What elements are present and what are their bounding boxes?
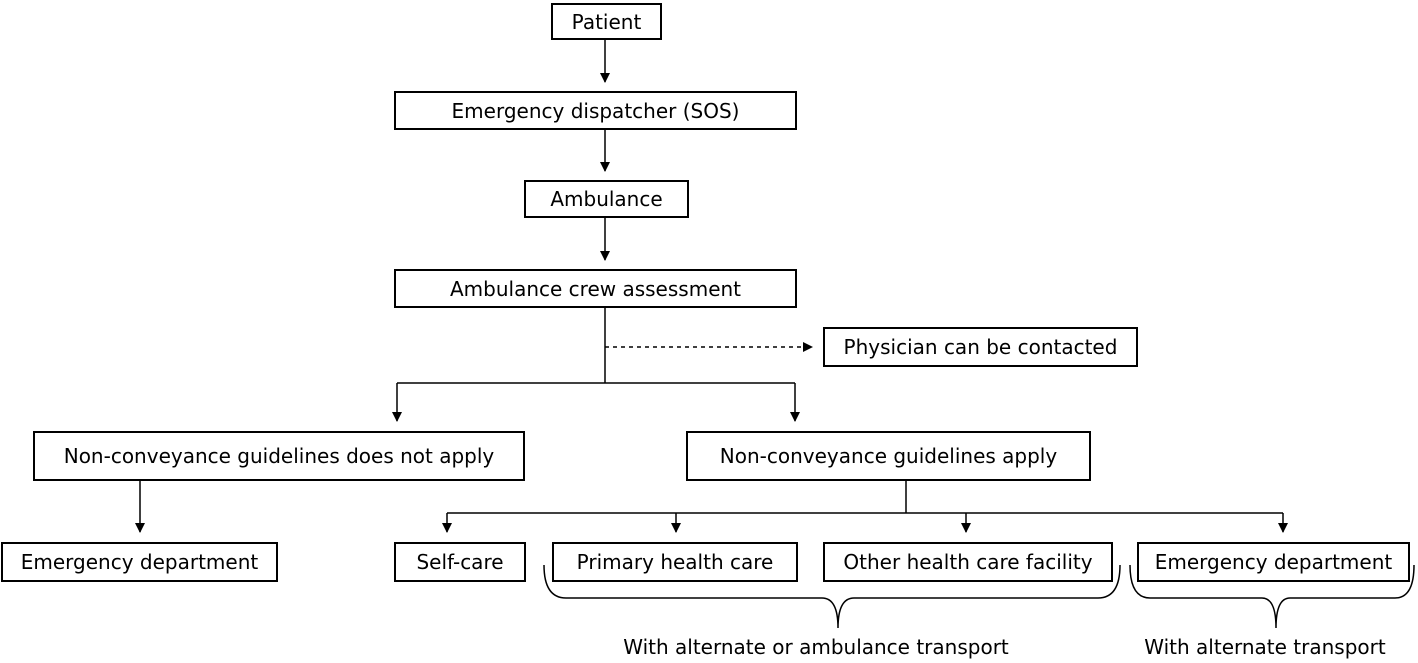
node-patient: Patient [551, 3, 662, 40]
node-primary-health-care: Primary health care [552, 542, 798, 582]
node-emergency-department-right: Emergency department [1137, 542, 1410, 582]
brace-alternate-only [1129, 564, 1415, 629]
node-emergency-dispatcher: Emergency dispatcher (SOS) [394, 91, 797, 130]
node-ambulance: Ambulance [524, 180, 689, 218]
node-physician-contact: Physician can be contacted [823, 327, 1138, 367]
node-self-care: Self-care [394, 542, 526, 582]
node-other-health-care-facility: Other health care facility [823, 542, 1113, 582]
brace-alternate-or-ambulance [543, 564, 1121, 629]
node-guidelines-not-apply: Non-conveyance guidelines does not apply [33, 431, 525, 481]
caption-alternate-transport: With alternate transport [1144, 635, 1386, 659]
node-guidelines-apply: Non-conveyance guidelines apply [686, 431, 1091, 481]
node-ambulance-crew-assessment: Ambulance crew assessment [394, 269, 797, 308]
caption-alternate-or-ambulance-transport: With alternate or ambulance transport [623, 635, 1009, 659]
node-emergency-department-left: Emergency department [1, 542, 278, 582]
